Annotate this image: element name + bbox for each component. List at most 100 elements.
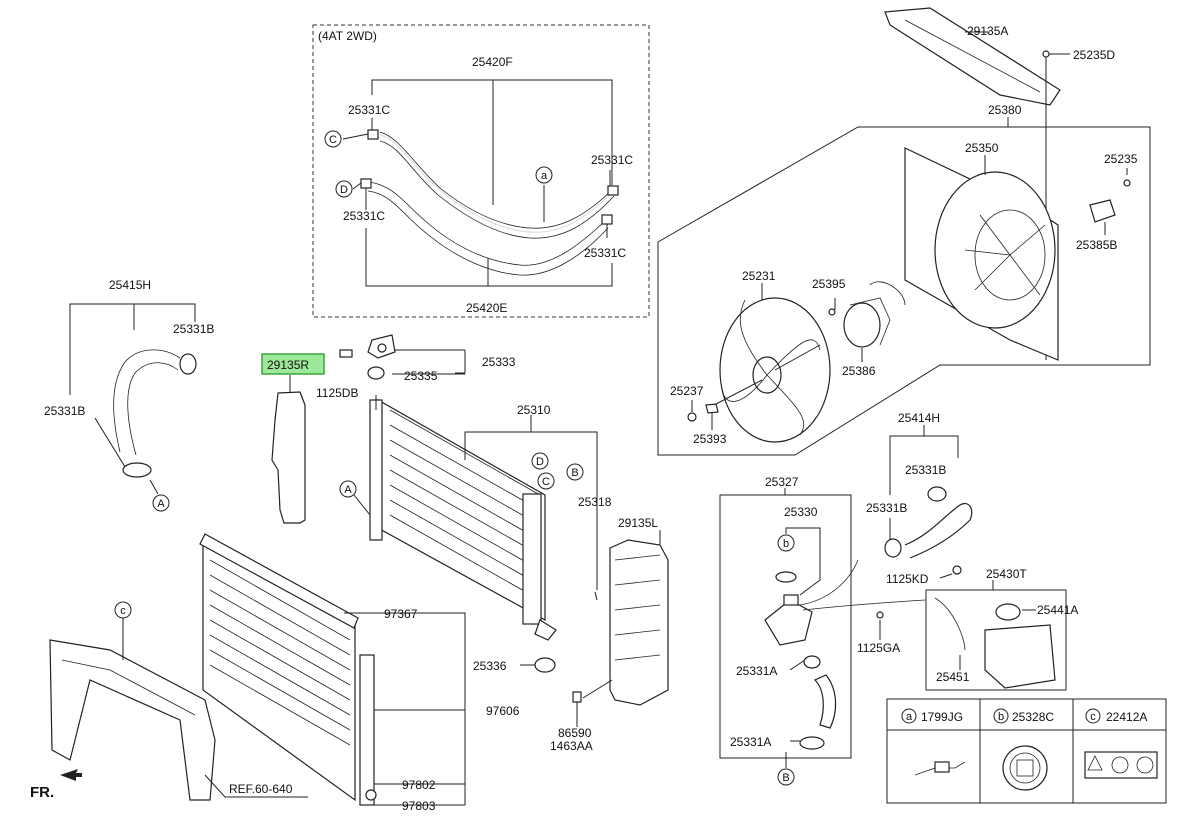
svg-text:B: B <box>782 772 789 784</box>
svg-text:A: A <box>157 498 165 510</box>
part-25350[interactable]: 25350 <box>965 141 999 155</box>
part-25231[interactable]: 25231 <box>742 269 776 283</box>
legend-callout-a: a <box>901 708 917 724</box>
callout-D-radiator: D <box>531 452 549 470</box>
condenser-group: 97367 97606 97802 97803 <box>199 533 520 813</box>
part-25414H[interactable]: 25414H <box>898 411 940 425</box>
part-25393[interactable]: 25393 <box>693 432 727 446</box>
part-25333[interactable]: 25333 <box>482 355 516 369</box>
part-25395[interactable]: 25395 <box>812 277 846 291</box>
part-25235D[interactable]: 25235D <box>1073 48 1115 62</box>
part-25441A[interactable]: 25441A <box>1037 603 1078 617</box>
svg-text:A: A <box>344 484 352 496</box>
fan-assembly-group: 25380 25350 25235 25385B 25231 25395 253… <box>657 103 1151 456</box>
part-97802[interactable]: 97802 <box>402 778 436 792</box>
part-25235[interactable]: 25235 <box>1104 152 1138 166</box>
fan-assembly-box <box>657 126 1151 456</box>
front-arrow-icon <box>60 769 82 781</box>
svg-text:c: c <box>120 605 126 617</box>
svg-text:a: a <box>541 170 548 182</box>
clip-icon <box>914 761 966 776</box>
part-25380[interactable]: 25380 <box>988 103 1022 117</box>
upper-air-guard-group: 29135A 25235D <box>884 7 1115 360</box>
svg-text:b: b <box>783 538 789 550</box>
air-guard-left-group: 29135L 86590 1463AA <box>550 516 669 753</box>
svg-text:B: B <box>571 467 578 479</box>
part-25331C-upper-left[interactable]: 25331C <box>348 103 390 117</box>
callout-B-fitting: B <box>777 768 795 786</box>
part-25331B-upper-hose-top[interactable]: 25331B <box>905 463 946 477</box>
part-29135A[interactable]: 29135A <box>967 24 1008 38</box>
part-1125DB[interactable]: 1125DB <box>316 386 358 400</box>
svg-text:b: b <box>998 711 1004 723</box>
upper-hose-group: 25414H 25331B 25331B <box>866 411 973 559</box>
front-direction-label: FR. <box>30 784 54 801</box>
part-25451[interactable]: 25451 <box>936 670 970 684</box>
coolant-fitting-group: 25327 25330 b 25331A 25331A B 1125GA <box>719 475 926 786</box>
variant-box <box>312 24 650 318</box>
part-97606[interactable]: 97606 <box>486 704 520 718</box>
part-25336[interactable]: 25336 <box>473 659 507 673</box>
part-25430T[interactable]: 25430T <box>986 567 1027 581</box>
reservoir-group: 25430T 1125KD 25441A 25451 <box>886 565 1078 691</box>
svg-text:D: D <box>536 456 544 468</box>
svg-text:C: C <box>329 134 337 146</box>
highlighted-part-label-box[interactable] <box>261 353 325 375</box>
callout-A-lower-hose: A <box>152 494 170 512</box>
part-25385B[interactable]: 25385B <box>1076 238 1117 252</box>
part-25331C-lower-right[interactable]: 25331C <box>584 246 626 260</box>
part-25335[interactable]: 25335 <box>404 369 438 383</box>
part-25386[interactable]: 25386 <box>842 364 876 378</box>
part-29135R[interactable]: 29135R <box>267 358 309 372</box>
part-25415H[interactable]: 25415H <box>109 278 151 292</box>
part-29135L[interactable]: 29135L <box>618 516 658 530</box>
callout-C-radiator: C <box>537 472 555 490</box>
part-25327[interactable]: 25327 <box>765 475 799 489</box>
legend-code-c[interactable]: 22412A <box>1106 710 1147 724</box>
part-97367[interactable]: 97367 <box>384 607 418 621</box>
part-25330[interactable]: 25330 <box>784 505 818 519</box>
lower-hose-group: 25415H 25331B 25331B A <box>44 278 214 512</box>
part-25331C-upper-right[interactable]: 25331C <box>591 153 633 167</box>
legend-code-b[interactable]: 25328C <box>1012 710 1054 724</box>
part-97803[interactable]: 97803 <box>402 799 436 813</box>
reference-60-640[interactable]: REF.60-640 <box>229 782 293 796</box>
variant-label: (4AT 2WD) <box>318 29 377 43</box>
legend-callout-c: c <box>1085 708 1101 724</box>
part-25331A-lower[interactable]: 25331A <box>730 735 771 749</box>
front-carrier-group: c REF.60-640 FR. <box>30 601 308 801</box>
part-1125GA[interactable]: 1125GA <box>857 641 900 655</box>
callout-a-hose: a <box>535 166 553 184</box>
part-25420E[interactable]: 25420E <box>466 301 507 315</box>
part-25237[interactable]: 25237 <box>670 384 704 398</box>
part-25331C-lower-left[interactable]: 25331C <box>343 209 385 223</box>
radiator-group: 25333 25335 1125DB 25310 25318 25336 D C… <box>316 334 612 673</box>
part-25331B-lower[interactable]: 25331B <box>44 404 85 418</box>
legend-table: a 1799JG b 25328C c 22412A <box>886 698 1167 804</box>
warning-label-icon <box>1084 751 1158 779</box>
part-86590[interactable]: 86590 <box>558 726 592 740</box>
legend-code-a[interactable]: 1799JG <box>921 710 963 724</box>
part-25310[interactable]: 25310 <box>517 403 551 417</box>
part-25331B-upper-hose-bottom[interactable]: 25331B <box>866 501 907 515</box>
part-25331B-upper[interactable]: 25331B <box>173 322 214 336</box>
part-1125KD[interactable]: 1125KD <box>886 572 929 586</box>
callout-D-hose: D <box>335 180 353 198</box>
part-25318[interactable]: 25318 <box>578 495 612 509</box>
part-25331A-upper[interactable]: 25331A <box>736 664 777 678</box>
radiator-cap-icon <box>1002 745 1048 791</box>
callout-A-radiator: A <box>339 480 357 498</box>
callout-b-fitting: b <box>777 534 795 552</box>
svg-text:c: c <box>1090 711 1096 723</box>
svg-text:a: a <box>906 711 913 723</box>
hose-assembly-4at-2wd: (4AT 2WD) 25420F 25331C 25331C 25331C 25… <box>312 24 650 318</box>
part-1463AA[interactable]: 1463AA <box>550 739 593 753</box>
legend-callout-b: b <box>993 708 1009 724</box>
part-25420F[interactable]: 25420F <box>472 55 513 69</box>
air-guard-right-group: 29135R <box>261 353 325 524</box>
reservoir-box <box>925 589 1067 691</box>
svg-text:D: D <box>340 184 348 196</box>
callout-B-radiator: B <box>566 463 584 481</box>
